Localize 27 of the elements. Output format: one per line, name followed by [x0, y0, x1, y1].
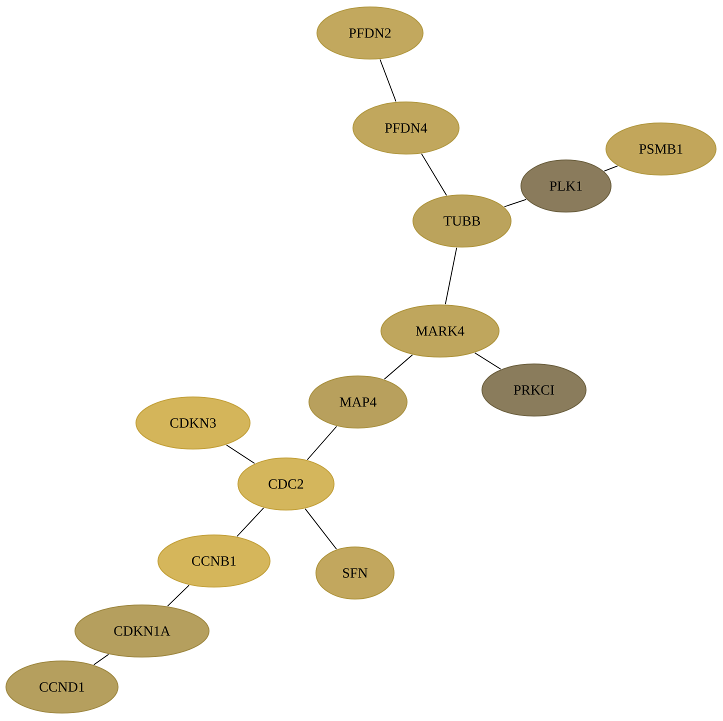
- connector-line: [226, 444, 255, 464]
- connector-line: [384, 354, 413, 380]
- ellipse-node: PSMB1: [606, 122, 716, 176]
- connector-line: [236, 508, 264, 537]
- connector-line: [93, 654, 110, 666]
- ellipse-node: CDKN1A: [74, 604, 210, 658]
- connector-line: [306, 426, 338, 460]
- connector-line: [304, 508, 337, 550]
- connector-line: [444, 247, 458, 305]
- ellipse-node: PFDN4: [352, 102, 460, 154]
- ellipse-node: MAP4: [308, 376, 408, 428]
- connector-line: [167, 584, 190, 607]
- ellipse-node: CDC2: [238, 458, 334, 510]
- ellipse-node: MARK4: [380, 304, 500, 358]
- ellipse-node: PLK1: [520, 160, 612, 212]
- ellipse-node: CDKN3: [136, 396, 250, 450]
- connector-line: [380, 59, 396, 102]
- ellipse-node: CCNB1: [158, 534, 270, 588]
- connector-line: [421, 153, 447, 196]
- ellipse-node: PRKCI: [482, 364, 586, 416]
- ellipse-node: PFDN2: [316, 6, 424, 60]
- ellipse-node: SFN: [316, 546, 394, 600]
- ellipse-node: CCND1: [6, 660, 118, 714]
- connector-line: [504, 198, 527, 208]
- connector-line: [474, 352, 502, 370]
- connector-line: [604, 165, 618, 172]
- ellipse-node: TUBB: [412, 194, 512, 248]
